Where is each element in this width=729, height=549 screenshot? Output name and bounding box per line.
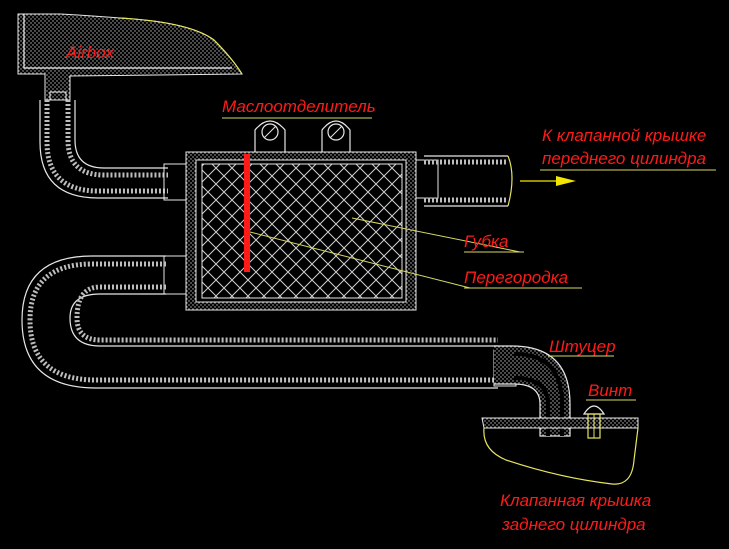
screw-icon: [582, 405, 606, 439]
label-sponge: Губка: [464, 232, 508, 251]
label-screw: Винт: [588, 381, 632, 400]
flow-arrow-icon: [520, 176, 576, 186]
lower-hose: [21, 255, 498, 389]
label-rear-cover-line1: Клапанная крышка: [500, 491, 651, 510]
labels: Airbox Маслоотделитель К клапанной крышк…: [65, 43, 706, 534]
leader-lines: [222, 117, 716, 401]
mount-hole-left-icon: [261, 123, 279, 141]
separator-left-ports: [163, 163, 187, 295]
label-separator: Маслоотделитель: [222, 97, 376, 116]
airbox: [17, 13, 243, 101]
label-rear-cover-line2: заднего цилиндра: [501, 515, 646, 534]
oil-separator: [185, 120, 417, 311]
mount-hole-right-icon: [327, 123, 345, 141]
baffle-plate: [244, 154, 250, 272]
label-fitting: Штуцер: [549, 337, 616, 356]
sponge-filter: [201, 163, 403, 299]
rear-valve-cover: [481, 417, 639, 485]
label-front-cover-line2: переднего цилиндра: [542, 149, 706, 168]
upper-hose: [39, 91, 168, 199]
fitting: [493, 345, 571, 437]
label-airbox: Airbox: [65, 43, 115, 62]
label-front-cover-line1: К клапанной крышке: [542, 126, 706, 145]
label-baffle: Перегородка: [464, 268, 568, 287]
outlet-hose-front: [415, 155, 513, 207]
